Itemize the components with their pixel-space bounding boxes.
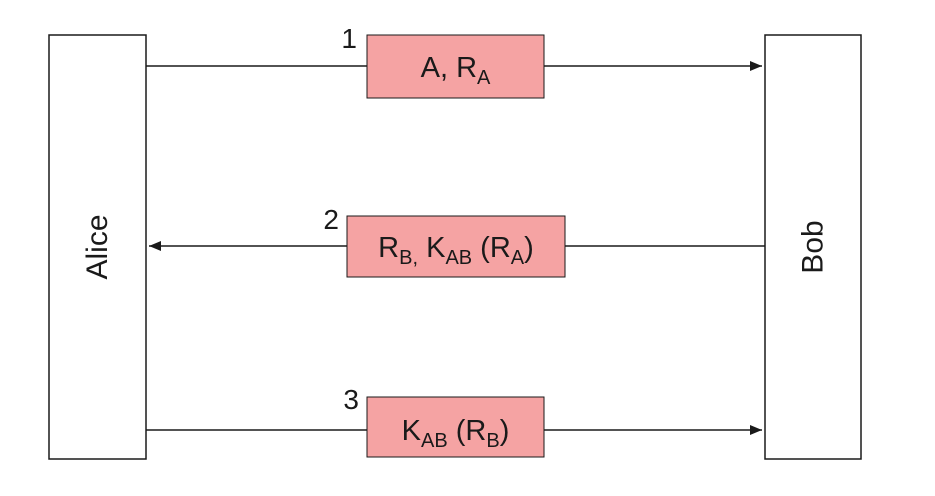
- message-3-box: [366, 396, 545, 458]
- message-3-label: KAB (RB): [402, 415, 510, 452]
- alice-label: Alice: [81, 214, 114, 279]
- message-1-box: [366, 34, 545, 99]
- bob-label: Bob: [797, 220, 830, 273]
- message-3-step-number: 3: [343, 384, 359, 415]
- message-3: 3 KAB (RB): [146, 384, 762, 458]
- label-subscript: B: [486, 430, 499, 452]
- label-subscript: AB: [445, 247, 472, 269]
- label-subscript: B,: [399, 247, 418, 269]
- message-1-label: A, RA: [421, 52, 491, 89]
- message-1: 1 A, RA: [146, 23, 762, 99]
- label-subscript: AB: [421, 430, 448, 452]
- alice-box: Alice: [48, 34, 147, 460]
- message-2-box: [346, 215, 566, 278]
- message-2-step-number: 2: [323, 204, 339, 235]
- bob-box: Bob: [764, 34, 862, 460]
- label-text: A, R: [421, 52, 477, 84]
- label-text: K: [418, 232, 446, 264]
- label-subscript: A: [477, 67, 491, 89]
- label-subscript: A: [511, 247, 525, 269]
- message-2: 2 RB, KAB (RA): [149, 204, 765, 278]
- label-text: K: [402, 415, 422, 447]
- label-text: ): [500, 415, 510, 447]
- message-1-step-number: 1: [341, 23, 357, 54]
- label-text: (R: [448, 415, 487, 447]
- message-2-label: RB, KAB (RA): [378, 232, 534, 269]
- label-text: (R: [472, 232, 511, 264]
- label-text: ): [524, 232, 534, 264]
- label-text: R: [378, 232, 399, 264]
